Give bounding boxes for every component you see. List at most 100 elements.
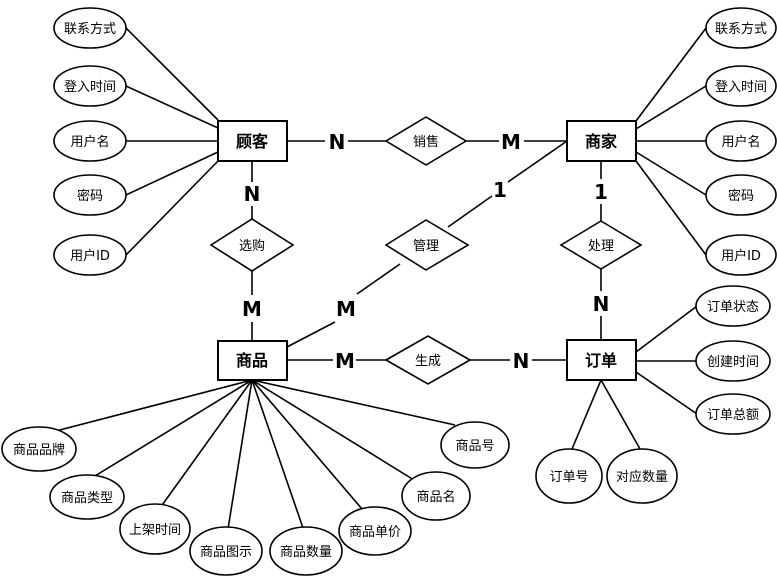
edge-customer-password (125, 151, 219, 196)
attribute-merchant-password: 密码 (705, 174, 777, 216)
edge-product-type (89, 379, 253, 480)
relationship-diamond (209, 218, 295, 272)
attribute-product-quantity: 商品数量 (269, 526, 343, 576)
edge-merchant-manage-b (447, 195, 493, 228)
edge-merchant-password (635, 151, 707, 196)
edge-product-listing-time (159, 379, 253, 509)
relationship-buy: 选购 (209, 218, 295, 272)
entity-order: 订单 (566, 339, 637, 381)
entity-product: 商品 (217, 340, 288, 381)
cardinalities: N M N M 1 M 1 N M N (242, 130, 609, 373)
entity-customer: 顾客 (217, 120, 288, 162)
relationship-manage: 管理 (384, 219, 470, 271)
attribute-product-unit-price: 商品单价 (338, 506, 412, 556)
attribute-label: 商品单价 (349, 525, 401, 540)
attribute-customer-login-time: 登入时间 (53, 65, 127, 107)
entity-merchant: 商家 (566, 120, 637, 162)
attribute-ellipse (401, 471, 471, 521)
attribute-order-quantity: 对应数量 (606, 448, 678, 504)
edge-merchant-user-id (635, 160, 707, 256)
attribute-label: 商品名 (416, 489, 455, 505)
entity-label: 商品 (236, 351, 268, 370)
relationship-label: 生成 (415, 354, 441, 369)
cardinality-sell-merchant: M (501, 130, 521, 154)
edge-product-unit-price (251, 379, 363, 510)
attribute-ellipse (53, 234, 127, 276)
attribute-label: 联系方式 (715, 21, 767, 37)
attribute-product-listing-time: 上架时间 (119, 503, 191, 555)
entity-label: 商家 (585, 132, 618, 151)
attribute-ellipse (53, 174, 127, 216)
edge-order-total (635, 371, 698, 415)
attribute-product-name: 商品名 (401, 471, 471, 521)
attribute-label: 订单总额 (707, 408, 759, 423)
attribute-ellipse (606, 448, 678, 504)
relationship-label: 销售 (413, 134, 439, 150)
attribute-label: 用户ID (721, 248, 761, 264)
entity-box (566, 339, 637, 381)
edge-customer-login-time (125, 85, 219, 129)
cardinality-manage-merchant: 1 (493, 178, 507, 202)
relationship-label: 处理 (588, 239, 614, 254)
edge-merchant-contact (635, 27, 707, 122)
attribute-ellipse (705, 65, 777, 107)
edge-merchant-login-time (635, 85, 707, 130)
edge-manage-product-a (356, 263, 401, 295)
attribute-label: 登入时间 (64, 80, 116, 95)
relationship-handle: 处理 (559, 220, 643, 270)
attribute-customer-username: 用户名 (53, 120, 127, 162)
attribute-label: 商品图示 (200, 545, 252, 560)
attribute-customer-contact: 联系方式 (53, 7, 127, 49)
cardinality-generate-order: N (513, 349, 530, 373)
attribute-label: 联系方式 (64, 21, 116, 37)
attribute-ellipse (53, 120, 127, 162)
attribute-customer-password: 密码 (53, 174, 127, 216)
relationship-generate: 生成 (384, 335, 472, 385)
attribute-order-created-time: 创建时间 (695, 340, 771, 382)
cardinality-buy-product: M (242, 297, 262, 321)
attribute-product-brand: 商品品牌 (1, 426, 77, 472)
attribute-ellipse (1, 426, 77, 472)
attribute-label: 用户名 (721, 134, 760, 150)
attribute-product-number: 商品号 (440, 421, 510, 469)
attribute-ellipse (695, 285, 771, 327)
attribute-product-type: 商品类型 (49, 474, 125, 520)
entity-box (566, 120, 637, 162)
cardinality-handle-order: N (593, 292, 610, 316)
entity-box (217, 120, 288, 162)
cardinality-buy-customer: N (244, 182, 261, 206)
attribute-label: 订单号 (549, 470, 588, 485)
attribute-label: 商品数量 (280, 545, 332, 560)
attribute-label: 密码 (77, 188, 103, 204)
attribute-label: 订单状态 (707, 300, 759, 315)
edge-product-image (227, 379, 253, 530)
relationship-diamond (384, 219, 470, 271)
attribute-label: 商品号 (455, 439, 494, 454)
attribute-ellipse (189, 526, 263, 576)
entity-box (217, 340, 288, 381)
edge-customer-user-id (125, 160, 219, 256)
edge-order-quantity (600, 379, 641, 450)
attribute-ellipse (705, 234, 777, 276)
cardinality-sell-customer: N (329, 130, 346, 154)
attribute-product-image: 商品图示 (189, 526, 263, 576)
attribute-merchant-user-id: 用户ID (705, 234, 777, 276)
attribute-label: 创建时间 (707, 355, 759, 370)
attribute-ellipse (53, 65, 127, 107)
attribute-ellipse (338, 506, 412, 556)
edge-product-brand (51, 379, 253, 433)
relationship-label: 管理 (413, 239, 439, 254)
attribute-ellipse (705, 174, 777, 216)
edge-order-status (635, 305, 698, 353)
attribute-label: 商品品牌 (13, 442, 65, 458)
relationship-diamond (384, 116, 468, 166)
attribute-ellipse (695, 340, 771, 382)
edge-manage-product-b (284, 321, 336, 349)
cardinality-generate-product: M (335, 349, 355, 373)
attribute-label: 上架时间 (129, 523, 181, 538)
attribute-customer-user-id: 用户ID (53, 234, 127, 276)
edges (51, 27, 707, 530)
edge-order-order-no (571, 379, 602, 450)
attribute-label: 用户ID (70, 248, 110, 264)
relationship-label: 选购 (239, 238, 265, 254)
